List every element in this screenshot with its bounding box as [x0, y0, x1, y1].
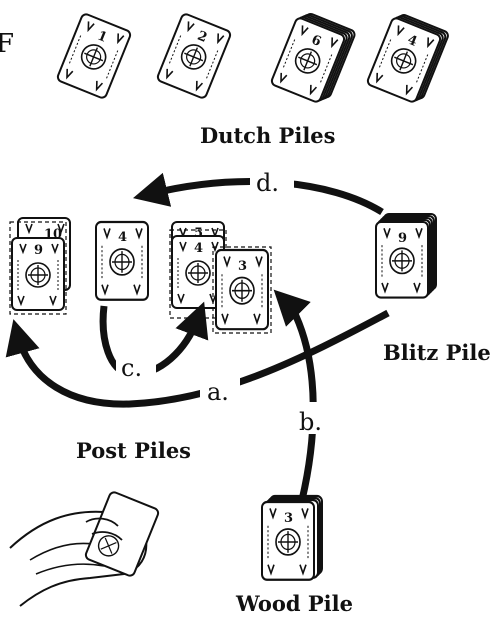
post-card-rank-1: 9	[34, 243, 43, 258]
top-left-glyph: F	[0, 29, 14, 59]
hand-illustration	[9, 491, 160, 607]
post-card-rank-2: 4	[118, 230, 127, 245]
step-a-label: a.	[207, 378, 229, 406]
post-pile-1: 9 10	[9, 217, 71, 315]
label-b-backing	[294, 402, 336, 434]
post-pile-4-moving-card: 3	[212, 246, 272, 334]
held-card	[84, 491, 160, 577]
dutch-pile-4: 4	[365, 12, 451, 105]
arrow-a	[5, 309, 390, 408]
label-c-backing	[116, 350, 156, 380]
dutch-pile-3: 6	[269, 11, 358, 105]
post-pile-2: 4	[94, 220, 150, 301]
dutch-piles-label: Dutch Piles	[200, 123, 335, 148]
post-card-rank-3: 4	[194, 241, 203, 256]
blitz-card-rank: 9	[398, 231, 407, 246]
arrow-b	[273, 289, 317, 501]
dutch-pile-1: 1	[55, 11, 133, 101]
wood-card-rank: 3	[284, 511, 293, 526]
post-behind-rank-3: 5	[194, 226, 203, 241]
label-d-backing	[250, 164, 294, 196]
label-a-backing	[200, 372, 240, 404]
step-b-label: b.	[299, 408, 322, 436]
step-c-label: c.	[121, 354, 142, 382]
post-card-rank-4: 3	[238, 259, 247, 274]
wood-pile: 3	[260, 494, 324, 581]
wood-pile-label: Wood Pile	[235, 591, 353, 616]
post-behind-rank-1: 10	[44, 227, 62, 242]
blitz-pile-label: Blitz Pile	[383, 340, 490, 365]
dutch-pile-2: 2	[155, 11, 233, 101]
post-piles-label: Post Piles	[76, 438, 191, 463]
blitz-pile: 9	[374, 212, 438, 299]
step-d-label: d.	[256, 169, 279, 197]
